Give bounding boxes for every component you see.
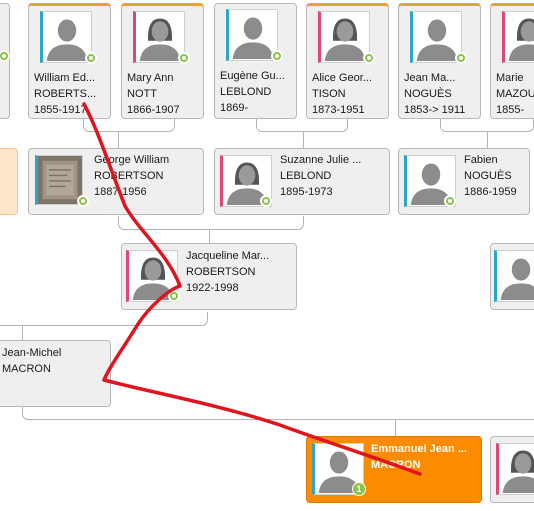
last-name: TISON xyxy=(312,88,346,100)
avatar xyxy=(502,11,534,63)
last-name: ROBERTSON xyxy=(94,170,164,182)
avatar xyxy=(410,11,462,63)
verified-badge-icon xyxy=(0,50,10,62)
last-name: MAZOU xyxy=(496,88,534,100)
person-card-william[interactable]: William Ed... ROBERTS... 1855-1917 xyxy=(28,3,111,119)
first-name: Fabien xyxy=(464,154,498,166)
person-card-eugene[interactable]: Eugène Gu... LEBLOND 1869- xyxy=(214,3,297,119)
female-avatar-icon xyxy=(139,18,181,61)
life-dates: 1855-1917 xyxy=(34,104,87,116)
life-dates: 1853-> 1911 xyxy=(404,104,466,116)
avatar xyxy=(133,11,185,63)
avatar xyxy=(318,11,370,63)
verified-badge-icon xyxy=(271,50,283,62)
connector-line xyxy=(22,325,23,340)
connector-line xyxy=(209,229,210,243)
avatar xyxy=(40,11,92,63)
last-name: NOGUÈS xyxy=(404,88,452,100)
avatar xyxy=(35,155,83,205)
life-dates: 1873-1951 xyxy=(312,104,365,116)
connector-line xyxy=(395,419,396,436)
first-name: Alice Geor... xyxy=(312,72,372,84)
person-card-partial[interactable] xyxy=(490,436,534,503)
avatar xyxy=(496,443,534,495)
person-card-partial[interactable] xyxy=(0,3,10,119)
person-card-jeanmichel[interactable]: Jean-Michel MACRON xyxy=(0,340,111,407)
life-dates: 1886-1959 xyxy=(464,186,517,198)
life-dates: 1895-1973 xyxy=(280,186,333,198)
male-avatar-icon xyxy=(500,258,534,300)
first-name: Jean-Michel xyxy=(2,347,62,359)
male-avatar-icon xyxy=(46,19,88,61)
last-name: NOGUÈS xyxy=(464,170,512,182)
person-card-partial[interactable] xyxy=(490,243,534,310)
verified-badge-icon xyxy=(168,290,180,302)
life-dates: 1869- xyxy=(220,102,249,114)
last-name: LEBLOND xyxy=(220,86,272,98)
male-avatar-icon xyxy=(416,19,458,61)
first-name: William Ed... xyxy=(34,72,96,84)
female-avatar-icon xyxy=(324,18,366,61)
first-name: Jacqueline Mar... xyxy=(186,250,270,262)
last-name: ROBERTS... xyxy=(34,88,97,100)
life-dates: 1887-1956 xyxy=(94,186,147,198)
person-card-jean-ma[interactable]: Jean Ma... NOGUÈS 1853-> 1911 xyxy=(398,3,481,119)
first-name: Marie xyxy=(496,72,524,84)
parents-connector xyxy=(83,118,175,132)
person-card-alice[interactable]: Alice Geor... TISON 1873-1951 xyxy=(306,3,389,119)
female-avatar-icon xyxy=(502,450,534,493)
avatar xyxy=(494,250,534,302)
first-name: Suzanne Julie ... xyxy=(280,154,362,166)
male-avatar-icon xyxy=(232,17,274,59)
first-name: Eugène Gu... xyxy=(220,70,285,82)
person-card-suzanne[interactable]: Suzanne Julie ... LEBLOND 1895-1973 xyxy=(214,148,390,215)
last-name: NOTT xyxy=(127,88,157,100)
female-avatar-icon xyxy=(508,18,534,61)
verified-badge-icon xyxy=(444,195,456,207)
verified-badge-icon xyxy=(178,52,190,64)
first-name: George William xyxy=(94,154,170,166)
life-dates: 1866-1907 xyxy=(127,104,180,116)
first-name: Mary Ann xyxy=(127,72,174,84)
first-name: Emmanuel Jean ... xyxy=(371,443,467,455)
person-card-jacqueline[interactable]: Jacqueline Mar... ROBERTSON 1922-1998 xyxy=(121,243,297,310)
connector-line xyxy=(118,131,119,148)
verified-badge-icon xyxy=(260,195,272,207)
last-name: MACRON xyxy=(2,363,51,375)
photo-icon xyxy=(42,160,78,200)
connector-line xyxy=(487,131,488,148)
last-name: LEBLOND xyxy=(280,170,332,182)
person-card-george[interactable]: George William ROBERTSON 1887-1956 xyxy=(28,148,204,215)
verified-badge-icon xyxy=(363,52,375,64)
person-card-marie[interactable]: Marie MAZOU 1855- xyxy=(490,3,534,119)
last-name: ROBERTSON xyxy=(186,266,256,278)
parents-connector xyxy=(440,118,534,132)
life-dates: 1922-1998 xyxy=(186,282,239,294)
avatar xyxy=(226,9,278,61)
connector-line xyxy=(303,131,304,148)
verified-badge-icon xyxy=(77,195,89,207)
parents-connector xyxy=(118,216,304,230)
person-card-partial[interactable] xyxy=(0,148,18,215)
verified-badge-icon xyxy=(85,52,97,64)
parents-connector xyxy=(0,312,208,326)
first-name: Jean Ma... xyxy=(404,72,456,84)
person-card-maryann[interactable]: Mary Ann NOTT 1866-1907 xyxy=(121,3,204,119)
person-card-emmanuel[interactable]: 1 Emmanuel Jean ... MACRON xyxy=(306,436,482,503)
verified-badge-icon xyxy=(455,52,467,64)
parents-connector xyxy=(22,406,534,420)
parents-connector xyxy=(256,118,348,132)
life-dates: 1855- xyxy=(496,104,525,116)
person-card-fabien[interactable]: Fabien NOGUÈS 1886-1959 xyxy=(398,148,530,215)
count-badge: 1 xyxy=(352,482,366,496)
last-name: MACRON xyxy=(371,459,421,471)
